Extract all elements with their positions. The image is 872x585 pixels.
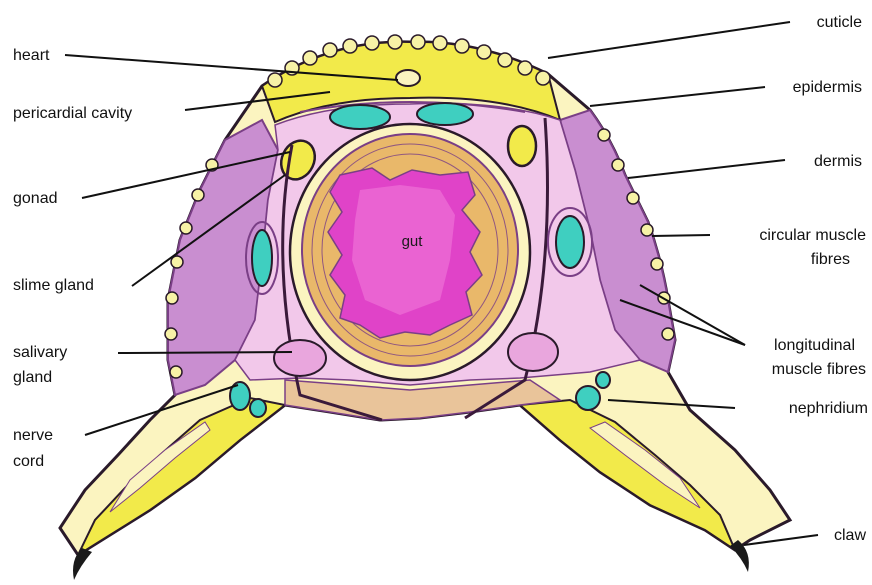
slime-gland-right [556,216,584,268]
dorsal-gland-right [417,103,473,125]
dorsal-gland-left [330,105,390,129]
gut-label: gut [402,233,424,250]
label-longitudinal-muscle-1: longitudinal [774,337,855,354]
label-salivary-gland-2: gland [13,369,52,386]
label-gonad: gonad [13,190,58,207]
label-heart: heart [13,47,50,64]
label-nerve-cord-1: nerve [13,427,53,444]
label-dermis: dermis [814,153,862,170]
label-claw: claw [834,527,866,544]
nerve-cord-left-b [250,399,266,417]
gut-lumen-highlight [352,185,455,315]
salivary-gland-right [508,333,558,371]
label-circular-muscle-1: circular muscle [759,227,866,244]
label-salivary-gland-1: salivary [13,344,67,361]
nephridium-organ [576,386,600,410]
heart-shape [396,70,420,86]
label-nerve-cord-2: cord [13,453,44,470]
label-pericardial-cavity: pericardial cavity [13,105,132,122]
gonad-right [508,126,536,166]
nephridium-organ-b [596,372,610,388]
salivary-gland-left [274,340,326,376]
label-cuticle: cuticle [817,14,862,31]
label-circular-muscle-2: fibres [811,251,850,268]
label-epidermis: epidermis [793,79,862,96]
label-nephridium: nephridium [789,400,868,417]
label-slime-gland: slime gland [13,277,94,294]
slime-gland-left [252,230,272,286]
label-longitudinal-muscle-2: muscle fibres [772,361,866,378]
